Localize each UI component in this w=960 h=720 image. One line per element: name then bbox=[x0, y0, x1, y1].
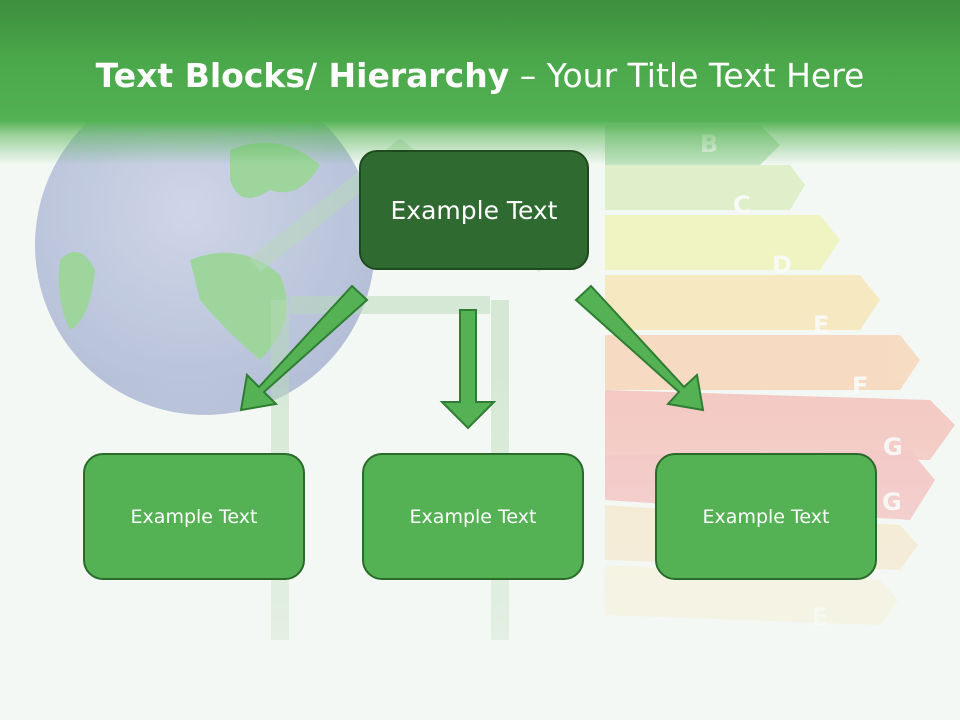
title-regular-part: – Your Title Text Here bbox=[509, 56, 865, 95]
title-bold-part: Text Blocks/ Hierarchy bbox=[95, 56, 510, 95]
title-bar bbox=[0, 0, 960, 165]
energy-label-3: D bbox=[772, 251, 792, 279]
top-text-block[interactable]: Example Text bbox=[359, 150, 589, 270]
slide-title: Text Blocks/ Hierarchy – Your Title Text… bbox=[0, 52, 960, 100]
child-text-block-left[interactable]: Example Text bbox=[83, 453, 305, 580]
energy-label-4: E bbox=[813, 311, 829, 339]
child-text-block-right[interactable]: Example Text bbox=[655, 453, 877, 580]
child-text-block-middle[interactable]: Example Text bbox=[362, 453, 584, 580]
energy-label-2: C bbox=[733, 191, 751, 219]
